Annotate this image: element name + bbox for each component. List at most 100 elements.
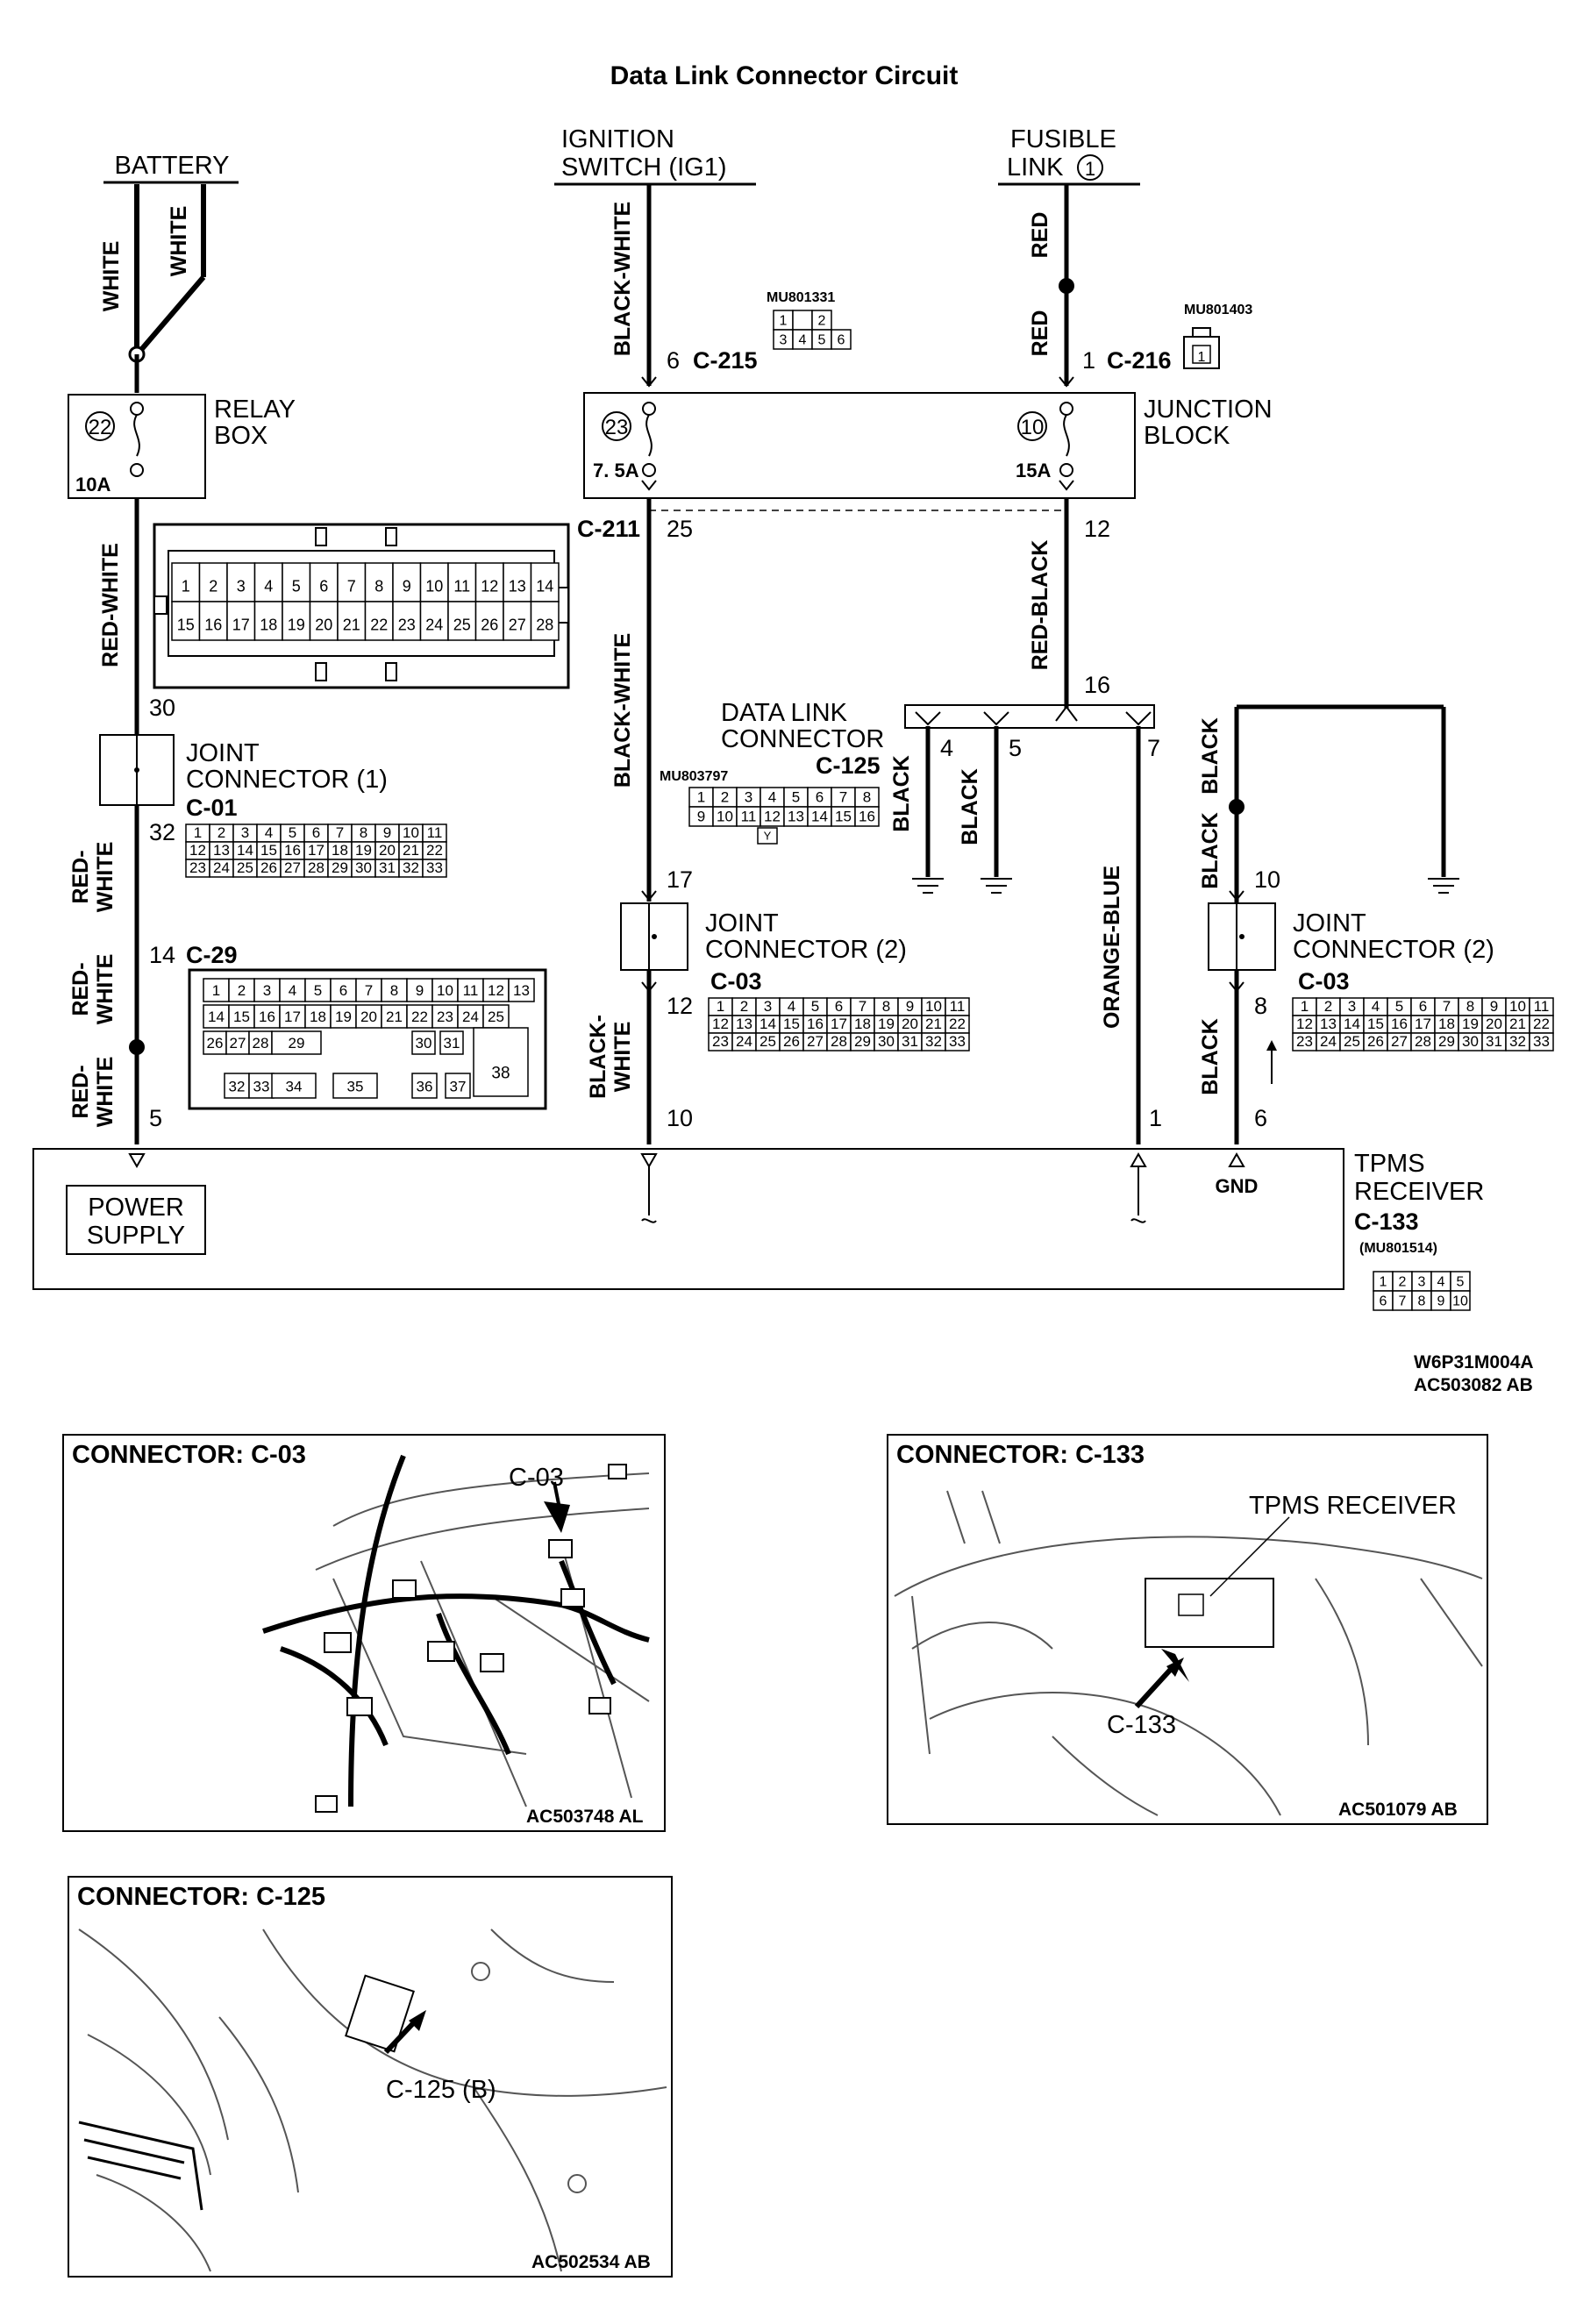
pin-30: 30: [149, 695, 175, 721]
c03-right-pin-label: 17: [1415, 1016, 1431, 1032]
data-link-connector-bar: [904, 704, 1155, 1144]
tpms-id: C-133: [1354, 1208, 1419, 1235]
c211-pin-label: 17: [232, 617, 250, 634]
c211-pin-label: 19: [288, 617, 305, 634]
tpms-pin-label: 9: [1437, 1294, 1445, 1308]
c211-cell: [198, 562, 228, 602]
pin-6: 6: [1254, 1105, 1267, 1131]
c29-cell: [406, 1004, 433, 1029]
c29-pin-label: 18: [310, 1009, 326, 1025]
dlc-part-number: MU803797: [660, 769, 728, 784]
c216-pin: 1: [1082, 347, 1095, 374]
c29-pin-label: 8: [390, 982, 398, 999]
c29-pin-label: 4: [289, 982, 296, 999]
c215-pin-label: 5: [818, 332, 826, 347]
dlc-pin-label: 4: [768, 788, 776, 805]
c29-pin-label: 23: [437, 1009, 453, 1025]
c29-pin-label: 15: [233, 1009, 250, 1025]
c29-pin-label: 20: [360, 1009, 377, 1025]
c03-right-pin-label: 6: [1419, 998, 1427, 1015]
c01-pin-label: 10: [403, 824, 419, 841]
c03-left-pin-label: 22: [949, 1016, 966, 1032]
dlc-pin-label: 14: [811, 808, 828, 824]
c29-pin-label: 11: [463, 982, 479, 999]
wire-label-black-e: BLACK: [1198, 1018, 1223, 1095]
c01-pin-label: 17: [308, 842, 324, 859]
c01-pin-label: 21: [403, 842, 419, 859]
c211-pin-label: 5: [292, 578, 301, 595]
c29-id: C-29: [186, 942, 238, 968]
wire-label-white-2: WHITE: [167, 206, 191, 277]
c29-cell: [225, 1030, 250, 1055]
relay-box-fuse-number: 22: [89, 416, 112, 439]
wire-label-black-dash: BLACK-: [586, 1015, 610, 1099]
c03-right-pin-label: 23: [1296, 1033, 1313, 1050]
dlc-pin-label: 6: [816, 788, 824, 805]
relay-box-label-2: BOX: [214, 422, 267, 450]
dlc-pin-label: 7: [839, 788, 847, 805]
c03-left-pin-label: 16: [807, 1016, 824, 1032]
power-supply-label-2: SUPPLY: [87, 1222, 185, 1250]
fusible-link-number: 1: [1085, 158, 1095, 180]
dlc-cell: [854, 806, 880, 827]
c29-pin-label: 16: [259, 1009, 275, 1025]
c03-left-pin-label: 1: [717, 998, 724, 1015]
c01-pin-label: 22: [426, 842, 443, 859]
c03-left-cell: [945, 1032, 970, 1052]
c29-cell: [355, 978, 382, 1002]
c29-pin-label: 26: [207, 1035, 224, 1052]
c211-pin-label: 21: [343, 617, 360, 634]
c211-cell: [364, 562, 394, 602]
c29-pin-label: 6: [339, 982, 347, 999]
c211-cell: [474, 601, 504, 641]
c29-large-cell: [473, 1027, 529, 1097]
c01-pin-label: 1: [194, 824, 202, 841]
c01-pin-label: 27: [284, 859, 301, 876]
c01-cell: [422, 859, 447, 878]
c03-right-pin-label: 27: [1391, 1033, 1408, 1050]
c29-pin-label: 13: [513, 982, 530, 999]
c211-pin-label: 28: [536, 617, 553, 634]
c211-cell: [171, 601, 201, 641]
tpms-label-2: RECEIVER: [1354, 1178, 1484, 1206]
panel-c03-title: CONNECTOR: C-03: [72, 1441, 306, 1469]
wire-label-red-black: RED-BLACK: [1028, 540, 1052, 671]
panel-c125-title: CONNECTOR: C-125: [77, 1883, 325, 1911]
tpms-pin-label: 3: [1418, 1274, 1426, 1289]
c211-cell: [474, 562, 504, 602]
c01-pin-label: 2: [218, 824, 225, 841]
battery-wiring: [128, 184, 206, 393]
wire-label-black-white-1: BLACK-WHITE: [610, 202, 635, 356]
c03-left-pin-label: 15: [783, 1016, 800, 1032]
c01-pin-label: 11: [427, 824, 443, 841]
c03-left-pin-label: 5: [811, 998, 819, 1015]
c211-pin-label: 12: [481, 578, 498, 595]
c211-cell: [447, 562, 477, 602]
c211-cell: [364, 601, 394, 641]
c03-right-pin-label: 22: [1533, 1016, 1550, 1032]
c211-cell: [253, 562, 283, 602]
c03-right-pin-label: 28: [1415, 1033, 1431, 1050]
wire-label-black-white-2: BLACK-WHITE: [610, 633, 635, 788]
c03-left-pin-label: 31: [902, 1033, 918, 1050]
c211-pin-label: 13: [509, 578, 526, 595]
c29-pin-label: 33: [253, 1079, 270, 1095]
c01-pin-label: 6: [312, 824, 320, 841]
c211-pin-label: 3: [237, 578, 246, 595]
c03-left-pin-label: 19: [878, 1016, 895, 1032]
c211-cell: [419, 601, 449, 641]
c03-left-pin-label: 25: [760, 1033, 776, 1050]
dlc-pin-label: 11: [741, 808, 757, 824]
c211-pin-label: 25: [453, 617, 471, 634]
ignition-label-1: IGNITION: [561, 125, 674, 153]
c29-cell: [224, 1073, 250, 1099]
c03-right-pin-label: 7: [1443, 998, 1451, 1015]
c03-right-pin-label: 31: [1486, 1033, 1502, 1050]
c211-pin-label: 23: [398, 617, 416, 634]
c01-pin-label: 3: [241, 824, 249, 841]
panel-c133-callout-tpms: TPMS RECEIVER: [1249, 1492, 1457, 1520]
c01-pin-label: 29: [332, 859, 348, 876]
pin-8: 8: [1254, 993, 1267, 1019]
dlc-pin-label: 1: [697, 788, 705, 805]
